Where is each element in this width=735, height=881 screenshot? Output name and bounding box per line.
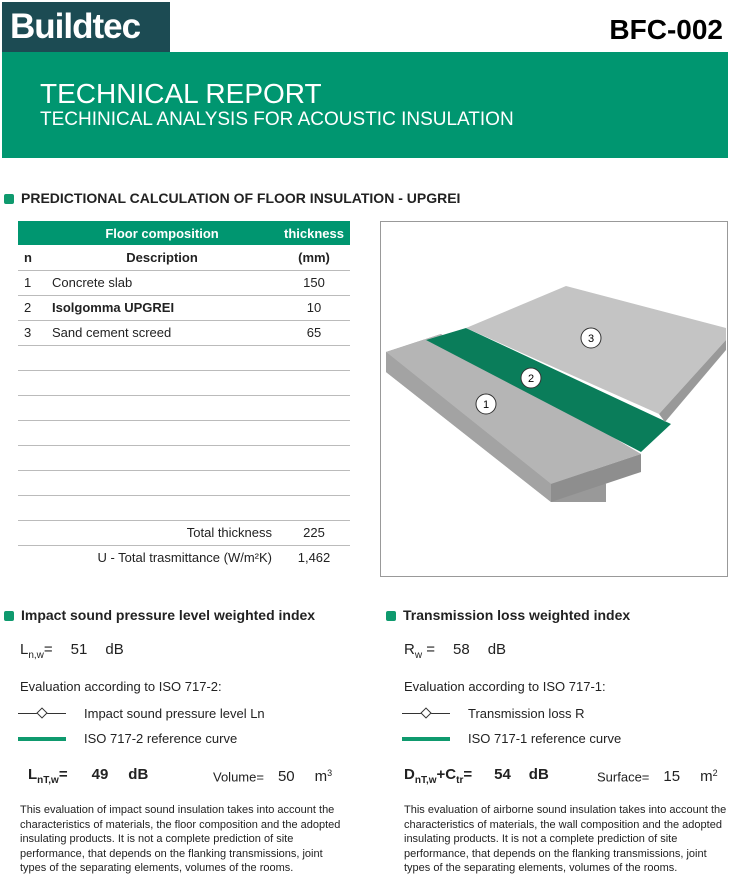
- total-label: Total thickness: [46, 520, 279, 546]
- impact-legend-1: Impact sound pressure level Ln: [84, 706, 265, 721]
- airborne-note: This evaluation of airborne sound insula…: [404, 804, 727, 874]
- row-thickness: 10: [278, 295, 350, 321]
- lntw-value: 49: [91, 766, 109, 783]
- airborne-legend-1: Transmission loss R: [468, 706, 585, 721]
- section-title: PREDICTIONAL CALCULATION OF FLOOR INSULA…: [21, 190, 461, 206]
- row-thickness: 65: [278, 320, 350, 346]
- empty-row: [18, 470, 350, 496]
- dntw-value: 54: [494, 766, 511, 783]
- empty-row: [18, 370, 350, 396]
- bullet-icon: [4, 611, 14, 622]
- diamond-line-icon: [18, 707, 66, 719]
- row-thickness: 150: [278, 270, 350, 296]
- u-label: U - Total trasmittance (W/m²K): [97, 550, 273, 566]
- logo: Buildtec: [2, 2, 170, 52]
- bullet-icon: [386, 611, 396, 622]
- airborne-legend-2: ISO 717-1 reference curve: [468, 731, 622, 746]
- row-description: Isolgomma UPGREI: [46, 295, 279, 321]
- empty-row: [18, 495, 350, 521]
- row-n: 3: [18, 320, 46, 346]
- impact-legend-2: ISO 717-2 reference curve: [84, 731, 238, 746]
- empty-row: [18, 395, 350, 421]
- row-description: Concrete slab: [46, 270, 279, 296]
- report-subtitle: TECHINICAL ANALYSIS FOR ACOUSTIC INSULAT…: [40, 109, 514, 130]
- impact-eval: Evaluation according to ISO 717-2:: [20, 679, 222, 694]
- group-header: Floor composition: [46, 221, 279, 245]
- title-banner: TECHNICAL REPORT TECHINICAL ANALYSIS FOR…: [2, 52, 728, 158]
- surface-value: 15: [663, 768, 681, 786]
- reference-curve-icon: [402, 737, 450, 741]
- col-unit: (mm): [278, 245, 350, 271]
- reference-curve-icon: [18, 737, 66, 741]
- impact-note: This evaluation of impact sound insulati…: [20, 804, 341, 874]
- row-description: Sand cement screed: [46, 320, 279, 346]
- total-value: 225: [278, 520, 350, 546]
- bullet-icon: [4, 194, 14, 205]
- col-description: Description: [46, 245, 279, 271]
- layer-label-1: 1: [483, 399, 489, 411]
- col-n: n: [18, 245, 46, 271]
- row-n: 1: [18, 270, 46, 296]
- thickness-header: thickness: [278, 221, 350, 245]
- airborne-title: Transmission loss weighted index: [403, 607, 631, 623]
- section-heading: PREDICTIONAL CALCULATION OF FLOOR INSULA…: [4, 190, 460, 206]
- diamond-line-icon: [402, 707, 450, 719]
- airborne-eval: Evaluation according to ISO 717-1:: [404, 679, 606, 694]
- impact-section: Impact sound pressure level weighted ind…: [4, 607, 315, 623]
- row-n: 2: [18, 295, 46, 321]
- layer-label-3: 3: [588, 333, 594, 345]
- impact-title: Impact sound pressure level weighted ind…: [21, 607, 316, 623]
- lnw-value: 51: [70, 641, 88, 658]
- floor-diagram: 1 2 3: [380, 221, 728, 577]
- empty-row: [18, 445, 350, 471]
- document-code: BFC-002: [609, 14, 723, 45]
- report-title: TECHNICAL REPORT: [40, 78, 322, 109]
- rw-value: 58: [453, 641, 470, 658]
- airborne-section: Transmission loss weighted index: [386, 607, 630, 623]
- u-value: 1,462: [297, 550, 331, 566]
- volume-value: 50: [277, 768, 295, 786]
- empty-row: [18, 345, 350, 371]
- layer-label-2: 2: [528, 373, 534, 385]
- empty-row: [18, 420, 350, 446]
